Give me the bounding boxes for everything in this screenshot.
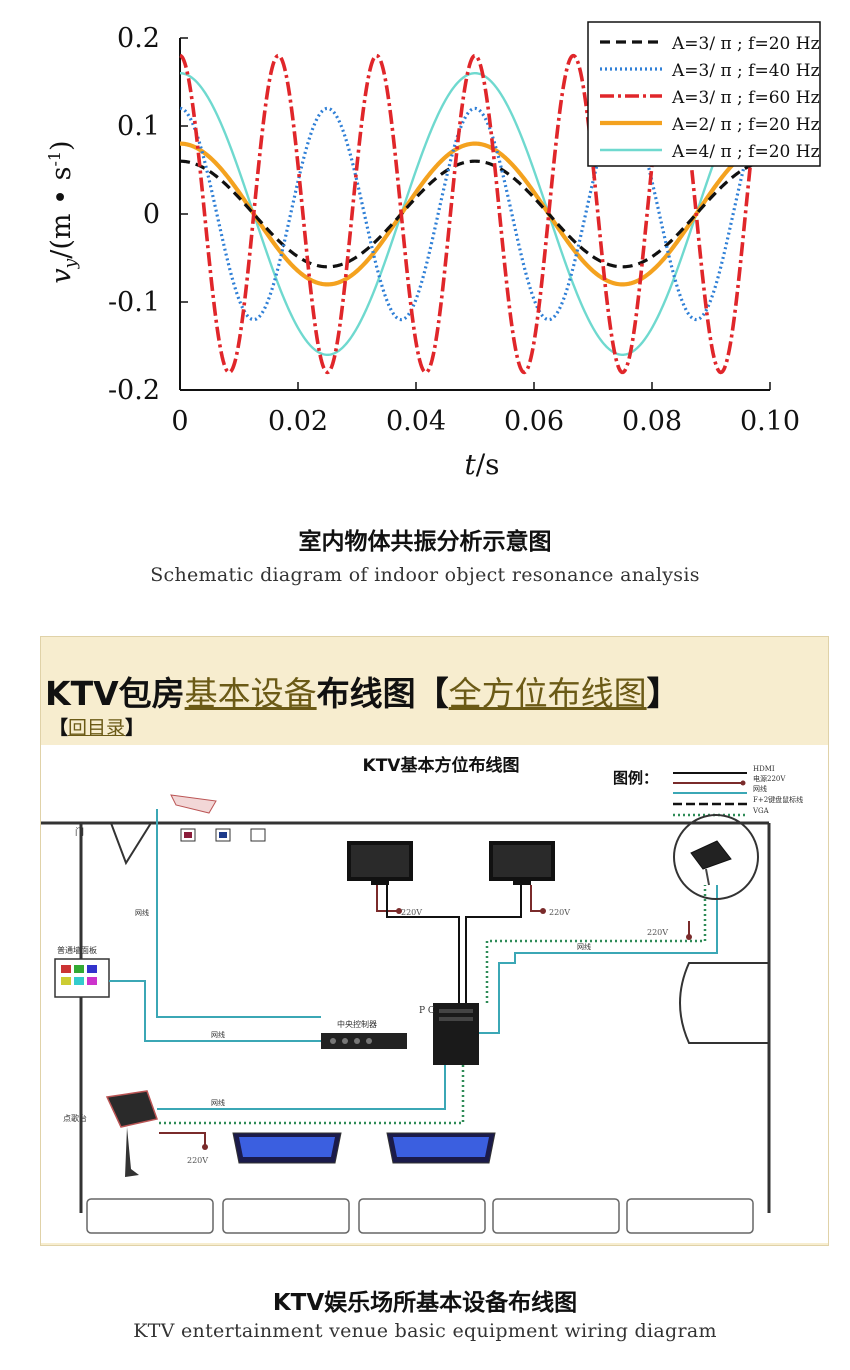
- kiosk-plug-icon: [202, 1144, 208, 1150]
- y-tick-label: 0.1: [117, 111, 160, 142]
- x-tick-label: 0.06: [504, 406, 564, 437]
- wall-panel-icon: [54, 958, 110, 998]
- projector-network-label: 网线: [135, 908, 149, 917]
- projector-network-line: [156, 809, 321, 1018]
- legend-label: A=3/ π ; f=20 Hz: [671, 34, 820, 54]
- table-right-icon: [386, 1132, 496, 1164]
- tv-left-icon: [347, 841, 413, 885]
- table-left-icon: [232, 1132, 342, 1164]
- ktv-page-title: KTV包房基本设备布线图【全方位布线图】: [45, 667, 680, 715]
- tv-right-plug-icon: [540, 908, 546, 914]
- legend-title: 图例：: [613, 769, 658, 787]
- x-tick-label: 0.02: [268, 406, 328, 437]
- legend-keyboard-label: F+2键盘鼠标线: [753, 795, 803, 804]
- ktv-caption-en: KTV entertainment venue basic equipment …: [133, 1320, 717, 1342]
- pc-network-label: 网线: [577, 942, 591, 951]
- pc-network-line: [479, 885, 718, 1034]
- diagram-legend: 图例： HDMI 电源220V 网线 F+2键盘鼠标线 VGA: [613, 765, 803, 817]
- central-controller-icon: [321, 1033, 407, 1049]
- diagram-background: [41, 745, 828, 1243]
- tv-left-power-label: 220V: [401, 908, 422, 917]
- tv-right-hdmi-line: [465, 885, 522, 1007]
- chart-legend: A=3/ π ; f=20 Hz A=3/ π ; f=40 Hz A=3/ π ;…: [587, 21, 821, 167]
- x-tick-label: 0: [171, 406, 188, 437]
- ktv-title-suffix: 】: [646, 674, 680, 713]
- kiosk-power-label: 220V: [187, 1156, 208, 1165]
- panel-network-label: 网线: [211, 1030, 225, 1039]
- controller-label: 中央控制器: [337, 1019, 377, 1029]
- legend-hdmi-label: HDMI: [753, 765, 775, 773]
- ktv-caption-zh: KTV娱乐场所基本设备布线图: [272, 1290, 578, 1316]
- legend-network-label: 网线: [753, 784, 767, 793]
- song-kiosk-icon: [105, 1090, 158, 1177]
- legend-box: [587, 21, 821, 167]
- touchscreen-power-label: 220V: [647, 928, 668, 937]
- pc-label: P C: [419, 1006, 435, 1016]
- x-axis-label: t/s: [464, 448, 499, 481]
- right-corner-zone: [673, 814, 759, 900]
- tv-right-icon: [489, 841, 555, 885]
- kiosk-network-line: [157, 1065, 446, 1110]
- y-tick-label: 0: [143, 199, 160, 230]
- projector-icon: [170, 794, 217, 814]
- full-wiring-link[interactable]: 全方位布线图: [448, 674, 647, 713]
- series-line-1: [179, 159, 756, 269]
- panel-network-line: [109, 980, 321, 1042]
- kiosk-network-label: 网线: [211, 1098, 225, 1107]
- ktv-title-mid: 布线图【: [316, 674, 449, 713]
- chart-caption-zh: 室内物体共振分析示意图: [298, 529, 552, 555]
- sofa-row: [86, 1198, 754, 1234]
- kiosk-label: 点歌台: [63, 1113, 87, 1123]
- pc-tower-icon: [433, 1003, 479, 1065]
- legend-label: A=3/ π ; f=40 Hz: [671, 61, 820, 81]
- kiosk-power-line: [159, 1132, 206, 1147]
- tv-left-plug-icon: [396, 908, 402, 914]
- small-devices-icon: [180, 828, 266, 842]
- basic-equipment-link[interactable]: 基本设备: [184, 674, 317, 713]
- wall-panel-label: 普通墙面板: [57, 945, 97, 955]
- legend-power-plug-icon: [740, 780, 746, 786]
- door-label: 门: [75, 826, 84, 838]
- y-axis-label: vy/(m • s-1): [45, 140, 81, 283]
- series-line-2: [179, 106, 757, 322]
- x-tick-label: 0.04: [386, 406, 446, 437]
- pc-vga-line: [485, 885, 707, 1003]
- back-to-index: 【回目录】: [49, 713, 144, 740]
- tv-right-power-label: 220V: [549, 908, 570, 917]
- y-tick-label: -0.1: [108, 287, 160, 318]
- x-tick-label: 0.10: [740, 406, 800, 437]
- tv-left-hdmi-line: [386, 885, 460, 1007]
- back-open-bracket: 【: [49, 717, 69, 739]
- series-line-4: [178, 141, 757, 287]
- chart-caption-en: Schematic diagram of indoor object reson…: [150, 564, 700, 586]
- touchscreen-tablet-icon: [690, 840, 732, 886]
- room-walls: [41, 821, 771, 1213]
- y-tick-label: -0.2: [108, 375, 160, 406]
- tv-right-power-line: [530, 885, 543, 912]
- tv-left-power-line: [376, 885, 399, 912]
- legend-label: A=4/ π ; f=20 Hz: [671, 142, 820, 162]
- kiosk-vga-line: [159, 1065, 465, 1125]
- y-tick-label: 0.2: [117, 23, 160, 54]
- back-close-bracket: 】: [125, 717, 145, 739]
- right-alcove: [679, 962, 769, 1044]
- x-tick-label: 0.08: [622, 406, 682, 437]
- ktv-wiring-diagram: KTV基本方位布线图 图例： HDMI 电源220V 网线 F+2键盘鼠标线 V…: [41, 745, 828, 1243]
- ktv-title-prefix: KTV包房: [45, 674, 185, 713]
- touchscreen-plug-icon: [686, 934, 692, 940]
- diagram-title: KTV基本方位布线图: [363, 755, 520, 776]
- back-to-index-link[interactable]: 回目录: [68, 717, 126, 739]
- legend-power-label: 电源220V: [753, 774, 786, 783]
- legend-label: A=3/ π ; f=60 Hz: [671, 88, 820, 108]
- legend-label: A=2/ π ; f=20 Hz: [671, 115, 820, 135]
- legend-vga-label: VGA: [752, 807, 770, 815]
- ktv-panel: KTV包房基本设备布线图【全方位布线图】 【回目录】 KTV基本方位布线图 图例…: [40, 636, 829, 1246]
